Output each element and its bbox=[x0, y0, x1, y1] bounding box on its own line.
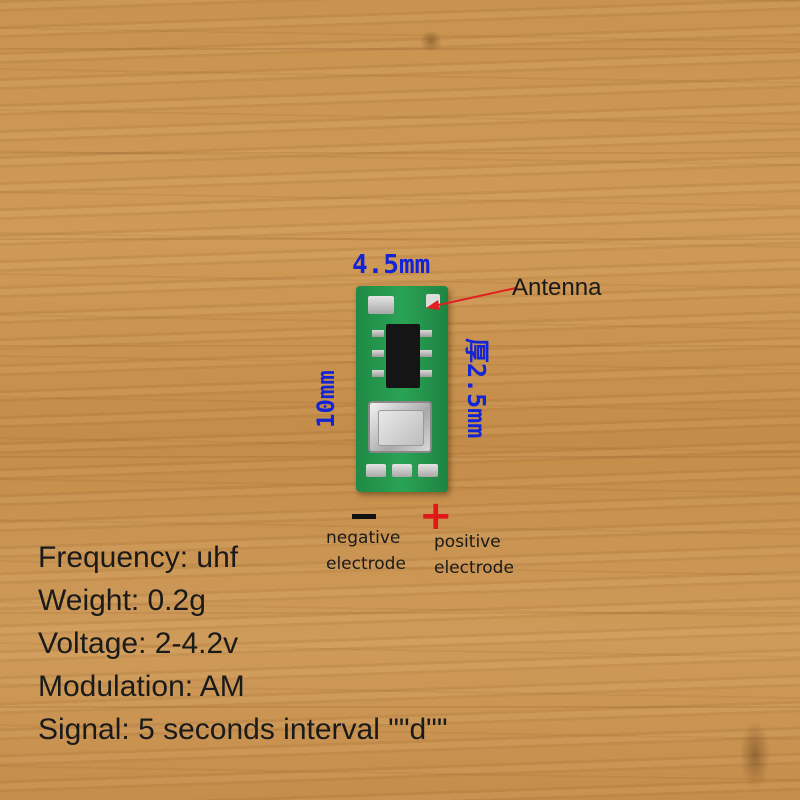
thickness-dimension: 厚2.5mm bbox=[462, 338, 491, 439]
solder-pad bbox=[392, 464, 412, 477]
spec-frequency: Frequency: uhf bbox=[38, 541, 239, 574]
chip-pin bbox=[420, 370, 432, 377]
ic-chip bbox=[386, 324, 420, 388]
positive-symbol: + bbox=[419, 493, 453, 539]
negative-label-line2: electrode bbox=[326, 554, 406, 574]
capacitor-pad bbox=[368, 296, 394, 314]
positive-label-line2: electrode bbox=[434, 558, 514, 578]
negative-symbol-icon bbox=[352, 514, 376, 519]
positive-label-line1: positive bbox=[434, 532, 501, 552]
wood-knot bbox=[420, 30, 442, 52]
spec-voltage: Voltage: 2-4.2v bbox=[38, 627, 239, 660]
chip-pin bbox=[372, 350, 384, 357]
chip-pin bbox=[420, 330, 432, 337]
length-dimension: 10mm bbox=[312, 370, 340, 428]
spec-list: Frequency: uhf Weight: 0.2g Voltage: 2-4… bbox=[38, 536, 598, 751]
antenna-arrow-icon bbox=[426, 287, 517, 310]
wood-grain bbox=[0, 48, 800, 50]
wood-grain bbox=[0, 152, 800, 154]
wood-grain bbox=[0, 238, 800, 240]
solder-pad bbox=[418, 464, 438, 477]
negative-label-line1: negative bbox=[326, 528, 401, 548]
width-dimension: 4.5mm bbox=[352, 250, 431, 280]
wood-grain bbox=[0, 612, 800, 614]
chip-pin bbox=[372, 370, 384, 377]
wood-grain bbox=[0, 706, 800, 708]
chip-pin bbox=[372, 330, 384, 337]
transmitter-module bbox=[356, 286, 448, 492]
crystal-oscillator bbox=[368, 401, 432, 453]
solder-pad bbox=[366, 464, 386, 477]
wood-knot bbox=[740, 720, 770, 790]
spec-signal: Signal: 5 seconds interval ""d"" bbox=[38, 713, 448, 746]
chip-pin bbox=[420, 350, 432, 357]
spec-modulation: Modulation: AM bbox=[38, 670, 245, 703]
antenna-label: Antenna bbox=[512, 274, 602, 301]
spec-weight: Weight: 0.2g bbox=[38, 584, 206, 617]
